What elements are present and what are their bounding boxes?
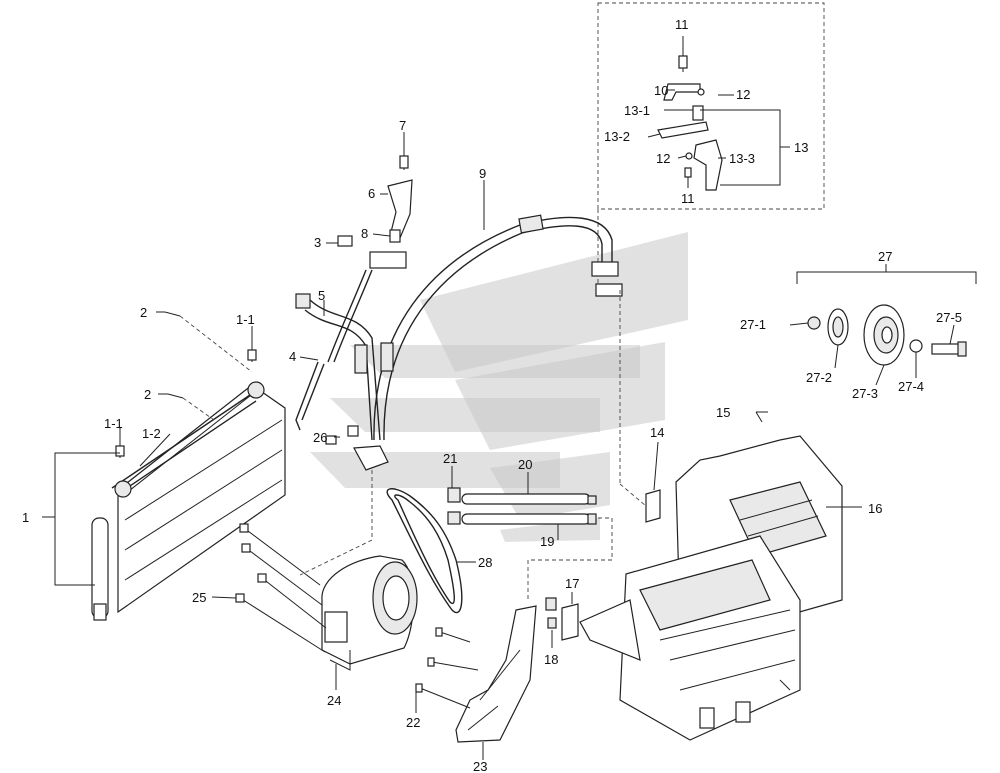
callout-20: 20 xyxy=(518,457,532,472)
callout-21: 21 xyxy=(443,451,457,466)
callout-27-3: 27-3 xyxy=(852,386,878,401)
callout-23: 23 xyxy=(473,759,487,773)
callout-27: 27 xyxy=(878,249,892,264)
callout-13: 13 xyxy=(794,140,808,155)
callout-5: 5 xyxy=(318,288,325,303)
callout-10: 10 xyxy=(654,83,668,98)
callout-1-1-lower: 1-1 xyxy=(104,416,123,431)
callout-11-top: 11 xyxy=(675,17,689,32)
callout-13-3: 13-3 xyxy=(729,151,755,166)
hvac-unit xyxy=(579,435,862,741)
callout-27-5: 27-5 xyxy=(936,310,962,325)
callout-labels: 1 1-1 1-1 1-2 2 2 3 4 5 6 7 8 9 10 11 11… xyxy=(22,17,962,773)
callout-9: 9 xyxy=(479,166,486,181)
bracket-detail-box xyxy=(597,2,825,290)
callout-1-2: 1-2 xyxy=(142,426,161,441)
heater-hoses xyxy=(447,487,613,600)
callout-25: 25 xyxy=(192,590,206,605)
callout-12-top: 12 xyxy=(736,87,750,102)
callout-1: 1 xyxy=(22,510,29,525)
callout-16: 16 xyxy=(868,501,882,516)
callout-15: 15 xyxy=(716,405,730,420)
callout-2-upper: 2 xyxy=(140,305,147,320)
callout-11-bottom: 11 xyxy=(681,191,695,206)
callout-13-1: 13-1 xyxy=(624,103,650,118)
callout-22: 22 xyxy=(406,715,420,730)
callout-27-4: 27-4 xyxy=(898,379,924,394)
callout-27-1: 27-1 xyxy=(740,317,766,332)
callout-13-2: 13-2 xyxy=(604,129,630,144)
callout-14: 14 xyxy=(650,425,664,440)
callout-24: 24 xyxy=(327,693,341,708)
callout-27-2: 27-2 xyxy=(806,370,832,385)
callout-18: 18 xyxy=(544,652,558,667)
callout-4: 4 xyxy=(289,349,296,364)
callout-17: 17 xyxy=(565,576,579,591)
small-fittings xyxy=(545,290,763,641)
callout-19: 19 xyxy=(540,534,554,549)
callout-28: 28 xyxy=(478,555,492,570)
leader-lines xyxy=(119,36,955,760)
callout-6: 6 xyxy=(368,186,375,201)
compressor-bracket xyxy=(415,605,537,743)
callout-8: 8 xyxy=(361,226,368,241)
callout-26: 26 xyxy=(313,430,327,445)
callout-7: 7 xyxy=(399,118,406,133)
refrigerant-hoses xyxy=(295,140,623,576)
condenser-assembly xyxy=(42,311,286,621)
callout-1-1-upper: 1-1 xyxy=(236,312,255,327)
compressor xyxy=(235,523,418,671)
callout-2-lower: 2 xyxy=(144,387,151,402)
drive-belt xyxy=(386,488,463,614)
callout-12-bottom: 12 xyxy=(656,151,670,166)
callout-3: 3 xyxy=(314,235,321,250)
watermark-logo xyxy=(310,232,688,542)
